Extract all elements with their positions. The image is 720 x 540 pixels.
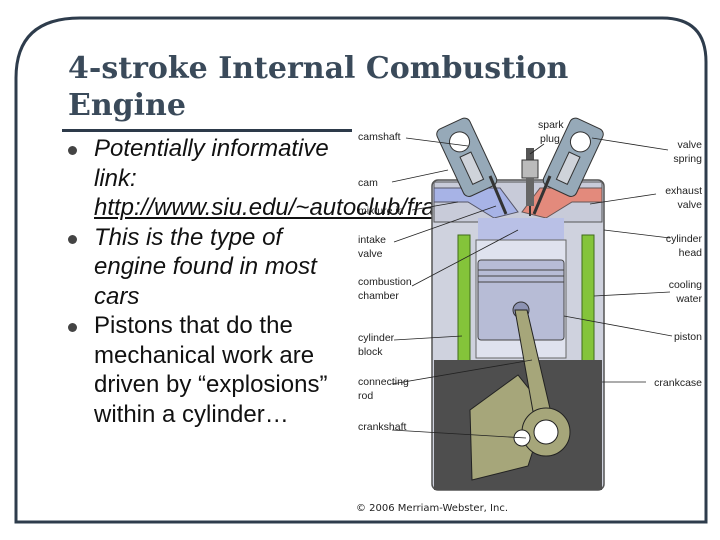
informative-link[interactable]: http://www.siu.edu/~autoclub/frange.html	[94, 194, 527, 221]
label-cylinder-r: cylinder	[666, 233, 703, 245]
label-spring: spring	[673, 153, 702, 165]
label-combustion: combustion	[358, 276, 412, 288]
label-spark: spark	[538, 119, 564, 131]
slide-border	[14, 16, 708, 524]
exhaust-valve-housing	[542, 117, 604, 197]
label-crankcase: crankcase	[654, 377, 702, 389]
label-valve: valve	[358, 248, 383, 260]
label-head: head	[679, 247, 703, 259]
label-cam: cam	[358, 177, 378, 189]
bullet-item-cars: This is the type of engine found in most…	[60, 223, 350, 312]
combustion-chamber	[478, 218, 564, 242]
intake-valve	[488, 175, 508, 215]
bullet-item-pistons: Pistons that do the mechanical work are …	[60, 311, 350, 429]
bullet-text: Potentially informative link:	[94, 135, 329, 192]
bullet-item-link: Potentially informative link: http://www…	[60, 134, 527, 223]
bullet-dot	[68, 323, 77, 332]
label-cooling: cooling	[669, 279, 702, 291]
label-mixture-in: mixture in	[358, 205, 404, 217]
label-exhaust: exhaust	[665, 185, 702, 197]
slide-title: 4-stroke Internal Combustion Engine	[68, 51, 569, 123]
label-cylinder: cylinder	[358, 332, 395, 344]
label-rod: rod	[358, 390, 373, 402]
label-plug: plug	[540, 133, 560, 145]
label-block: block	[358, 346, 383, 358]
label-intake: intake	[358, 234, 386, 246]
label-chamber: chamber	[358, 290, 399, 302]
bullet-dot	[68, 234, 77, 244]
copyright-notice: © 2006 Merriam-Webster, Inc.	[356, 503, 509, 514]
label-water: water	[675, 293, 702, 305]
crankpin	[533, 419, 559, 445]
label-piston: piston	[674, 331, 702, 343]
intake-valve-housing	[436, 117, 498, 197]
bullet-text: Pistons that do the mechanical work are …	[94, 312, 328, 428]
label-camshaft: camshaft	[358, 131, 401, 143]
slide-frame	[12, 16, 708, 524]
label-crankshaft: crankshaft	[358, 421, 407, 433]
bullet-list: Potentially informative link: http://www…	[60, 134, 527, 429]
label-valve-exhaust: valve	[677, 199, 702, 211]
bullet-text: This is the type of engine found in most…	[94, 223, 317, 310]
engine-diagram: camshaft cam mixture in intake valve com…	[358, 117, 703, 491]
bullet-dot	[68, 146, 77, 155]
label-valve-r: valve	[677, 139, 702, 151]
label-leaders	[391, 137, 673, 439]
label-connecting: connecting	[358, 376, 409, 388]
exhaust-valve	[532, 175, 552, 215]
title-underline	[62, 129, 352, 132]
